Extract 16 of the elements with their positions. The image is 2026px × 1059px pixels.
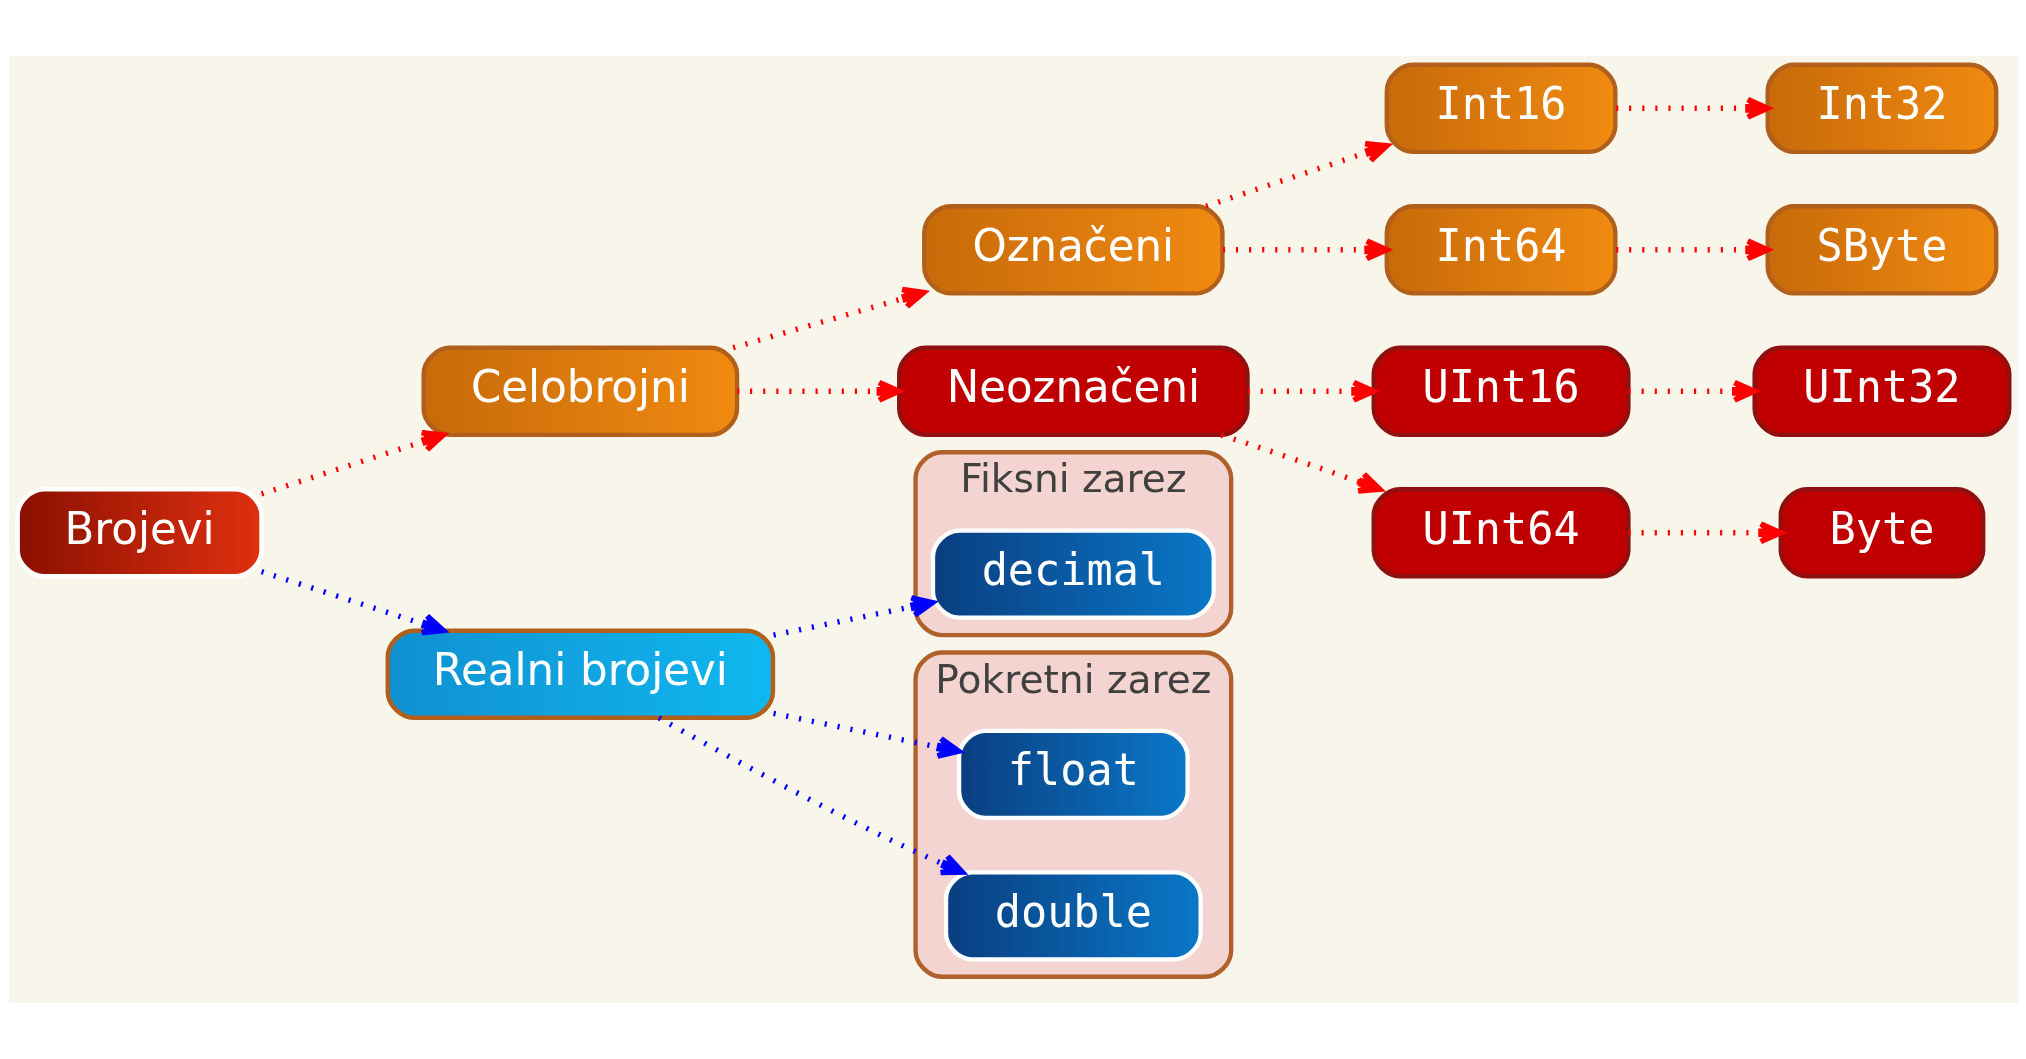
node-box: Brojevi [15,487,264,579]
node-box: SByte [1765,204,1998,296]
node-box: Int32 [1765,62,1998,155]
node-box: Int16 [1384,62,1617,155]
node-box: UInt32 [1751,345,2011,437]
node-box: UInt16 [1371,345,1631,437]
node-box: Neoznačeni [896,345,1250,437]
node-box: float [956,728,1190,821]
node-box: decimal [930,528,1216,620]
node-box: Byte [1778,487,1985,579]
node-box: double [943,870,1203,962]
node-box: Označeni [921,204,1225,296]
node-box: Celobrojni [420,345,739,437]
node-box: Int64 [1384,204,1617,296]
node-box: UInt64 [1371,487,1631,579]
node-box: Realni brojevi [385,628,775,720]
